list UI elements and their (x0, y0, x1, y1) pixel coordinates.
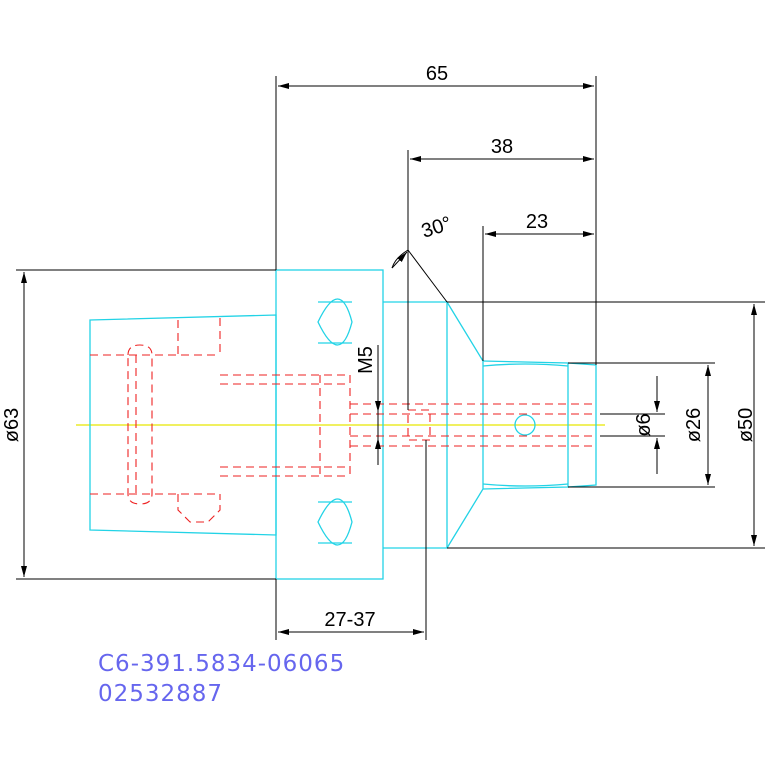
dim-adjust-range: 27-37 (324, 609, 375, 631)
part-outline (89, 269, 597, 580)
dimension-lines (16, 76, 765, 640)
part-code-primary: C6-391.5834-06065 (98, 651, 346, 677)
part-code-secondary: 02532887 (98, 681, 224, 707)
dim-dia-50: ø50 (735, 408, 757, 442)
hidden-features (90, 318, 595, 523)
dim-dia-26: ø26 (683, 408, 705, 442)
dim-dia-63: ø63 (1, 408, 23, 442)
dimension-labels: 65 38 23 30° M5 ø63 ø6 ø26 ø50 27-37 (1, 63, 757, 631)
dim-thread: M5 (355, 346, 377, 374)
dim-overall-length: 65 (426, 63, 448, 85)
dim-length-38: 38 (491, 136, 513, 158)
dim-angle: 30° (419, 212, 455, 242)
dim-length-23: 23 (526, 211, 548, 233)
dim-dia-6: ø6 (633, 413, 655, 436)
